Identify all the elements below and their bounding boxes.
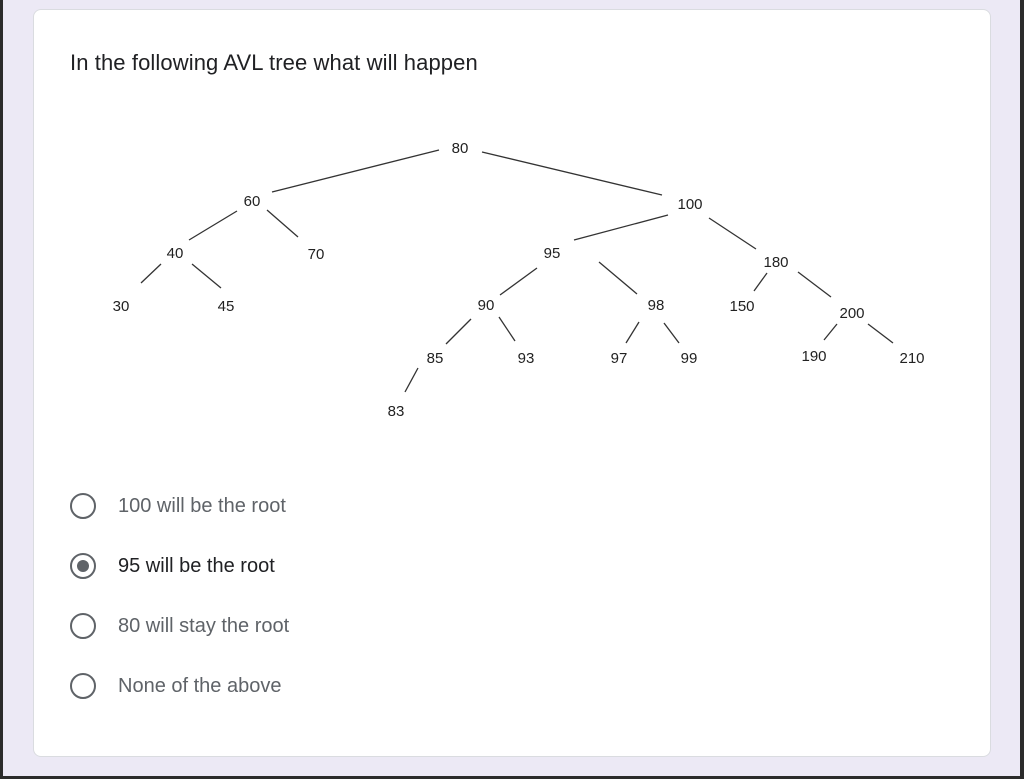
radio-button-checked[interactable] (70, 553, 96, 579)
option-label: 100 will be the root (118, 494, 286, 517)
question-card: In the following AVL tree what will happ… (33, 9, 991, 757)
question-title: In the following AVL tree what will happ… (70, 50, 478, 75)
tree-edge (797, 271, 832, 298)
tree-node-83: 83 (388, 403, 405, 420)
option-label: 80 will stay the root (118, 614, 290, 637)
tree-edge (445, 318, 472, 345)
radio-button[interactable] (70, 493, 96, 519)
tree-edge (481, 151, 663, 196)
tree-node-85: 85 (427, 350, 444, 367)
tree-node-99: 99 (681, 350, 698, 367)
tree-node-95: 95 (544, 245, 561, 262)
tree-edge (753, 272, 768, 292)
tree-edge (867, 323, 894, 344)
radio-button[interactable] (70, 613, 96, 639)
tree-node-200: 200 (839, 305, 864, 322)
tree-node-100: 100 (677, 196, 702, 213)
answer-options: 100 will be the root 95 will be the root… (70, 476, 289, 716)
window-frame-right (1020, 0, 1024, 779)
avl-tree-image: 80 60 100 40 70 95 180 30 45 90 98 150 2… (113, 140, 925, 420)
tree-node-150: 150 (729, 298, 754, 315)
tree-node-180: 180 (763, 254, 788, 271)
window-frame-bottom (0, 776, 1024, 779)
option-none-of-above[interactable]: None of the above (70, 656, 289, 716)
tree-node-70: 70 (308, 246, 325, 263)
tree-edge (625, 321, 640, 344)
tree-edge (573, 214, 669, 241)
tree-edge (271, 149, 440, 193)
tree-edge (499, 267, 538, 296)
option-80-stay-root[interactable]: 80 will stay the root (70, 596, 289, 656)
tree-node-98: 98 (648, 297, 665, 314)
tree-node-45: 45 (218, 298, 235, 315)
option-100-root[interactable]: 100 will be the root (70, 476, 289, 536)
tree-edge (498, 316, 516, 342)
tree-edge (598, 261, 638, 295)
tree-edge (188, 210, 238, 241)
tree-node-97: 97 (611, 350, 628, 367)
tree-node-30: 30 (113, 298, 130, 315)
tree-node-190: 190 (801, 348, 826, 365)
tree-node-210: 210 (899, 350, 924, 367)
tree-edge (404, 367, 419, 393)
tree-node-90: 90 (478, 297, 495, 314)
radio-dot (77, 560, 89, 572)
option-label: None of the above (118, 674, 282, 697)
option-95-root[interactable]: 95 will be the root (70, 536, 289, 596)
tree-edge (708, 217, 757, 250)
tree-edge (663, 322, 680, 344)
tree-edge (823, 323, 838, 341)
tree-edge (266, 209, 299, 238)
tree-edge (140, 263, 162, 284)
tree-node-93: 93 (518, 350, 535, 367)
option-label: 95 will be the root (118, 554, 275, 577)
window-frame-left (0, 0, 3, 779)
radio-button[interactable] (70, 673, 96, 699)
tree-node-40: 40 (167, 245, 184, 262)
tree-node-80: 80 (452, 140, 469, 157)
tree-node-60: 60 (244, 193, 261, 210)
tree-edge (191, 263, 222, 289)
